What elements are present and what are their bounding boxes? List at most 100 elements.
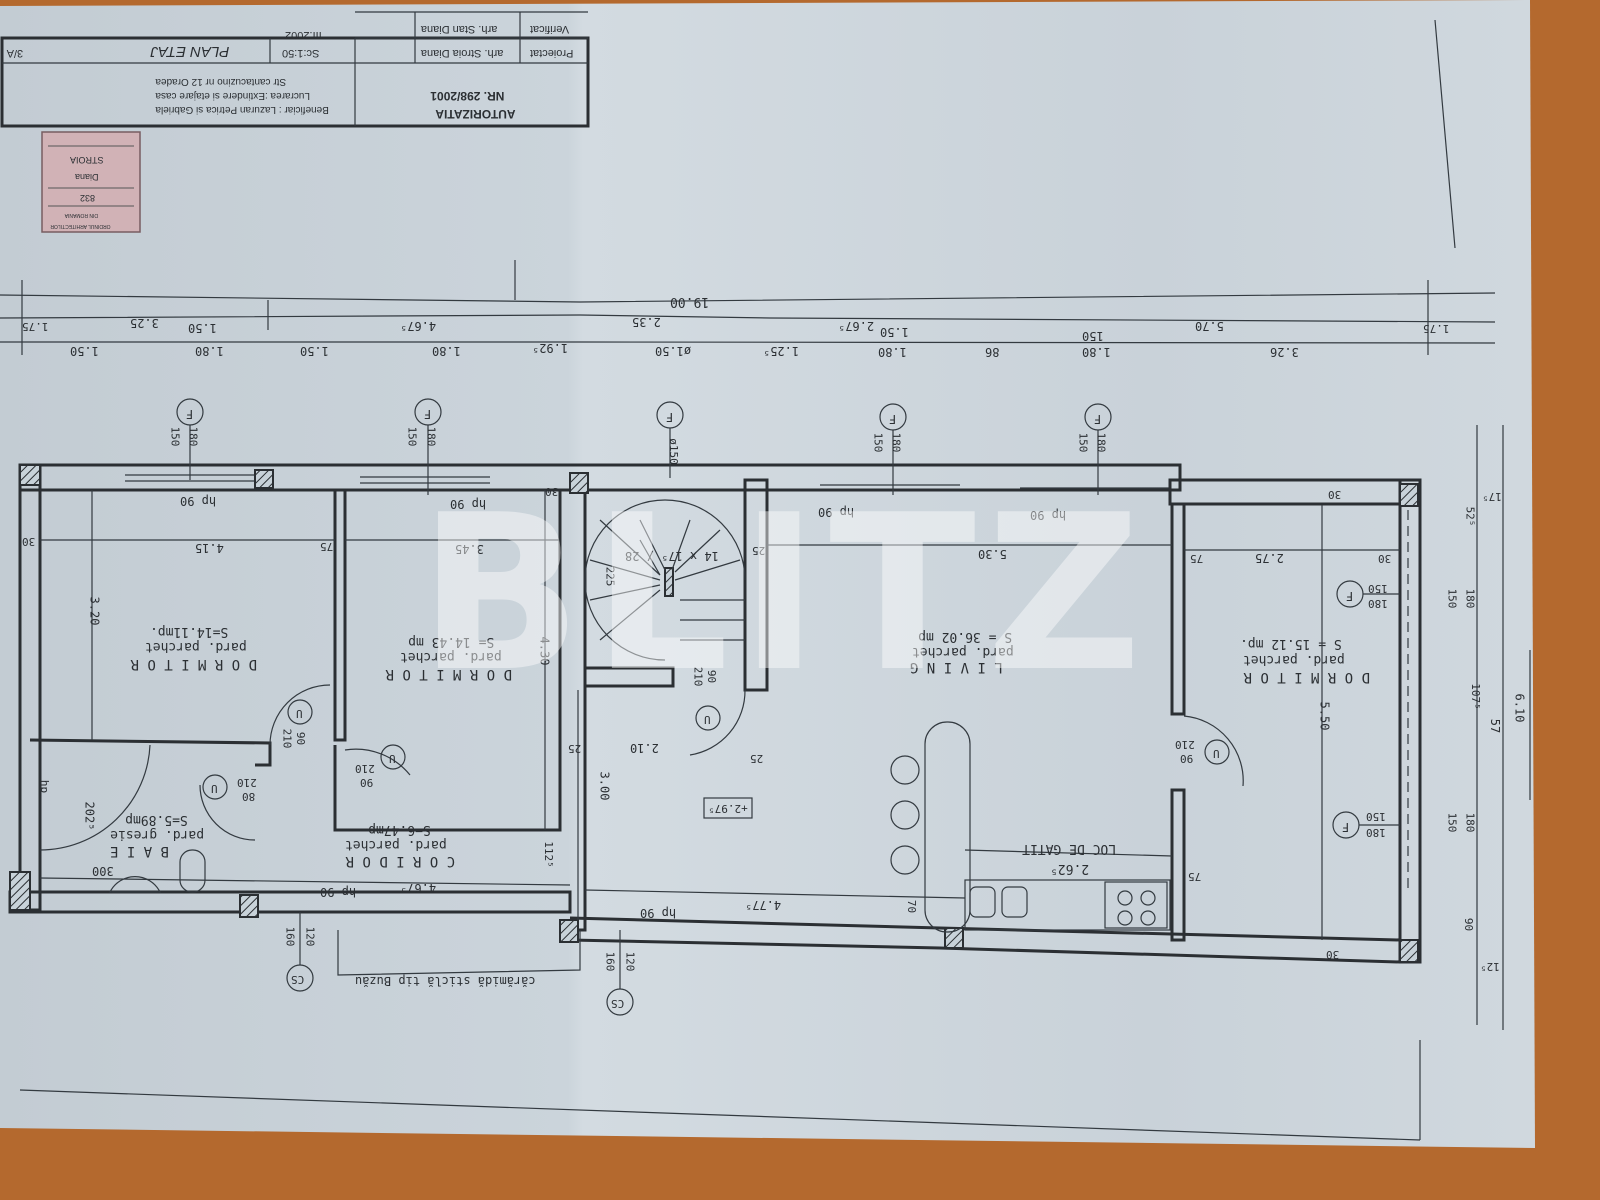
dim: 202⁵	[82, 802, 96, 831]
door-height: 210	[1175, 738, 1195, 751]
window-width: 150	[1368, 582, 1388, 595]
dim: 3.25	[130, 316, 159, 330]
room-baie: B A I E pard. gresie S=5.89mp	[110, 812, 204, 859]
dim: 1.75	[22, 320, 49, 333]
dim: 70	[905, 900, 918, 913]
dim: 4.77⁵	[745, 898, 781, 912]
dim: 30	[1328, 488, 1341, 501]
window-width: 150	[168, 427, 181, 447]
sill-height: hp 90	[450, 497, 486, 511]
authorization-label: AUTORIZATIA	[435, 107, 516, 121]
watermark: BLITZ	[418, 468, 1151, 719]
dim-total-depth: 6.10	[1512, 694, 1526, 723]
room-floor: pard. parchet	[912, 644, 1014, 659]
window-height: 180	[889, 433, 902, 453]
door-mark: U	[211, 782, 218, 795]
door-height: 210	[280, 729, 293, 749]
dim: 1.50	[300, 344, 329, 358]
dim: 1.75	[1423, 322, 1450, 335]
designed-by: arh. Stroia Diana	[420, 47, 503, 59]
dim: 25	[750, 752, 763, 765]
window-height: 180	[424, 427, 437, 447]
window-height: 180	[1094, 433, 1107, 453]
dim: 5.50	[1317, 702, 1331, 731]
dim: 86	[985, 345, 999, 359]
dim: 57	[1488, 719, 1502, 733]
window-height: 180	[1368, 597, 1388, 610]
dim: 3.00	[597, 772, 611, 801]
room-area: S= 14.43 mp	[408, 634, 494, 649]
room-area: S=6.47mp	[368, 822, 431, 837]
window-width: 150	[871, 433, 884, 453]
kitchen: LOC DE GATIT 2.62⁵	[890, 721, 1173, 933]
sill-height: hp 90	[180, 494, 216, 508]
dim: 1.50	[880, 325, 909, 339]
dim: 2.35	[632, 315, 661, 329]
dim: 30	[545, 485, 558, 498]
sill-height: hp	[38, 780, 51, 793]
window-mark: F	[889, 412, 896, 426]
door-mark: U	[704, 713, 711, 726]
dim: 75	[1190, 552, 1203, 565]
address: Str cantacuzino nr 12 Oradea	[155, 76, 286, 87]
room-floor: pard. parchet	[145, 639, 247, 654]
dim: 5.70	[1195, 319, 1224, 333]
dim: 300	[92, 864, 114, 878]
door-height: 210	[355, 762, 375, 775]
window-width: 150	[405, 427, 418, 447]
verified-label: Verificat	[530, 23, 569, 35]
window-width: 150	[1076, 433, 1089, 453]
dim: 150	[1082, 329, 1104, 343]
window-mark: F	[666, 410, 673, 424]
room-name: D O R M I T O R	[385, 666, 512, 682]
sill-height: hp 90	[818, 505, 854, 519]
authorization-number: NR. 298/2001	[430, 89, 504, 103]
room-area: S=14.11mp.	[150, 624, 228, 639]
dim: 150	[1445, 589, 1458, 609]
window-marker: F 150 180	[871, 403, 907, 495]
sheet-number: 3/A	[6, 47, 23, 59]
room-dormitor-3: D O R M I T O R pard. parchet S = 15.12 …	[1240, 636, 1370, 685]
window-width: ø150	[667, 438, 680, 465]
bathroom-fixtures	[39, 744, 206, 893]
dim: 180	[1463, 813, 1476, 833]
title-block: Verificat arh. Stan Diana Proiectat arh.…	[0, 11, 590, 128]
glass-height: 120	[303, 927, 316, 947]
beneficiary: Beneficiar : Lazuran Petrica si Gabriela	[155, 104, 329, 115]
room-name: D O R M I T O R	[1243, 669, 1370, 685]
work-description: Lucrarea :Extindere si etajare casa	[155, 90, 310, 101]
door-mark: U	[296, 707, 303, 720]
stamp-line2: DIN ROMANIA	[64, 212, 98, 218]
interior-dimensions: 4.15 3.45 5.30 2.75 3.20 4.30 5.50 3.00 …	[22, 485, 1400, 961]
glass-mark: CS	[291, 973, 304, 986]
dim: 150	[1445, 813, 1458, 833]
dim: 52⁵	[1463, 507, 1476, 527]
stamp-number: 832	[80, 193, 95, 203]
dim: 1.80	[432, 344, 461, 358]
window-mark: F	[1094, 412, 1101, 426]
room-coridor: C O R I D O R pard. parchet S=6.47mp	[345, 822, 455, 869]
dim: 30	[22, 535, 35, 548]
dim: 3.45	[455, 542, 484, 556]
dim: ø1.50	[655, 344, 691, 358]
room-living: L I V I N G pard. parchet S = 36.02 mp	[910, 629, 1014, 675]
top-dimension-lines: 19.00 1.75 3.25 1.50 4.67⁵ 2.35 2.67⁵ 1.…	[0, 260, 1496, 359]
door-width: 90	[294, 732, 307, 745]
door-width: 90	[705, 670, 718, 683]
glass-width: 160	[603, 952, 616, 972]
dim: 112⁵	[542, 841, 555, 868]
window-height: 180	[1366, 826, 1386, 839]
glass-mark: CS	[611, 997, 624, 1010]
dim: 25	[752, 544, 765, 557]
dim: 1.25⁵	[763, 344, 799, 358]
room-floor: pard. parchet	[345, 837, 447, 852]
dim: 75	[1188, 870, 1201, 883]
door-width: 80	[242, 790, 255, 803]
